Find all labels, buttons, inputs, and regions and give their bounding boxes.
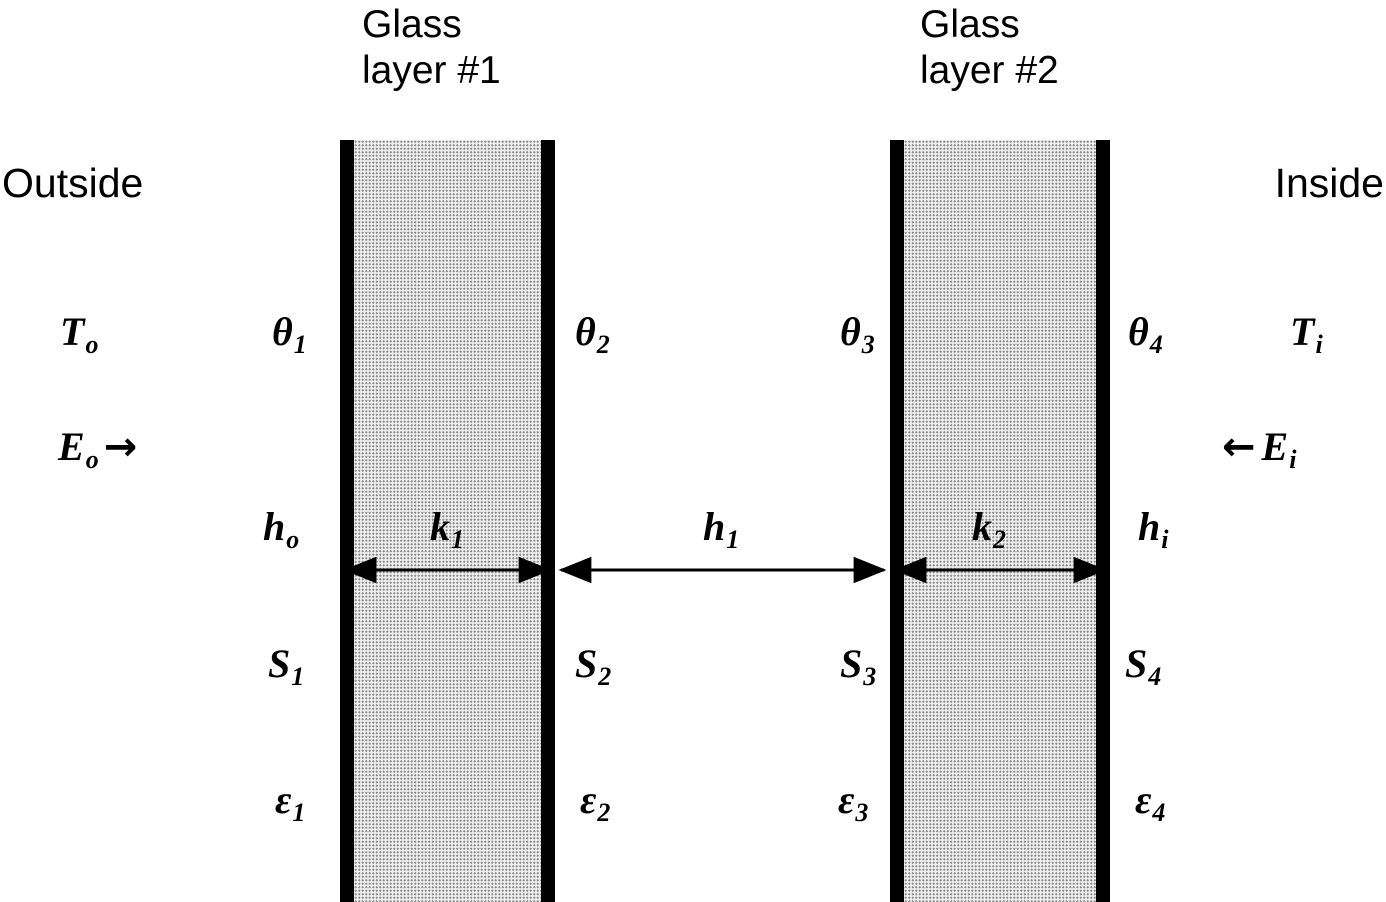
glass-layer-2-title-line2: layer #2 bbox=[920, 48, 1059, 92]
glass-layer-2-pane bbox=[890, 140, 1110, 902]
glass-layer-1-pane bbox=[340, 140, 555, 902]
glass-layer-1-title-line1: Glass bbox=[362, 3, 462, 46]
glass-layer-2-title-line1: Glass bbox=[920, 3, 1020, 46]
inside-label: Inside bbox=[1274, 160, 1384, 206]
glass-layer-1-title-line2: layer #1 bbox=[362, 48, 501, 92]
outside-label: Outside bbox=[2, 160, 144, 206]
right-arrow-icon: → bbox=[103, 424, 138, 470]
left-arrow-icon: ← bbox=[1222, 424, 1256, 470]
glass-layer-1-title: Glass layer #1 bbox=[362, 2, 501, 93]
glass-layer-2-title: Glass layer #2 bbox=[920, 2, 1059, 93]
